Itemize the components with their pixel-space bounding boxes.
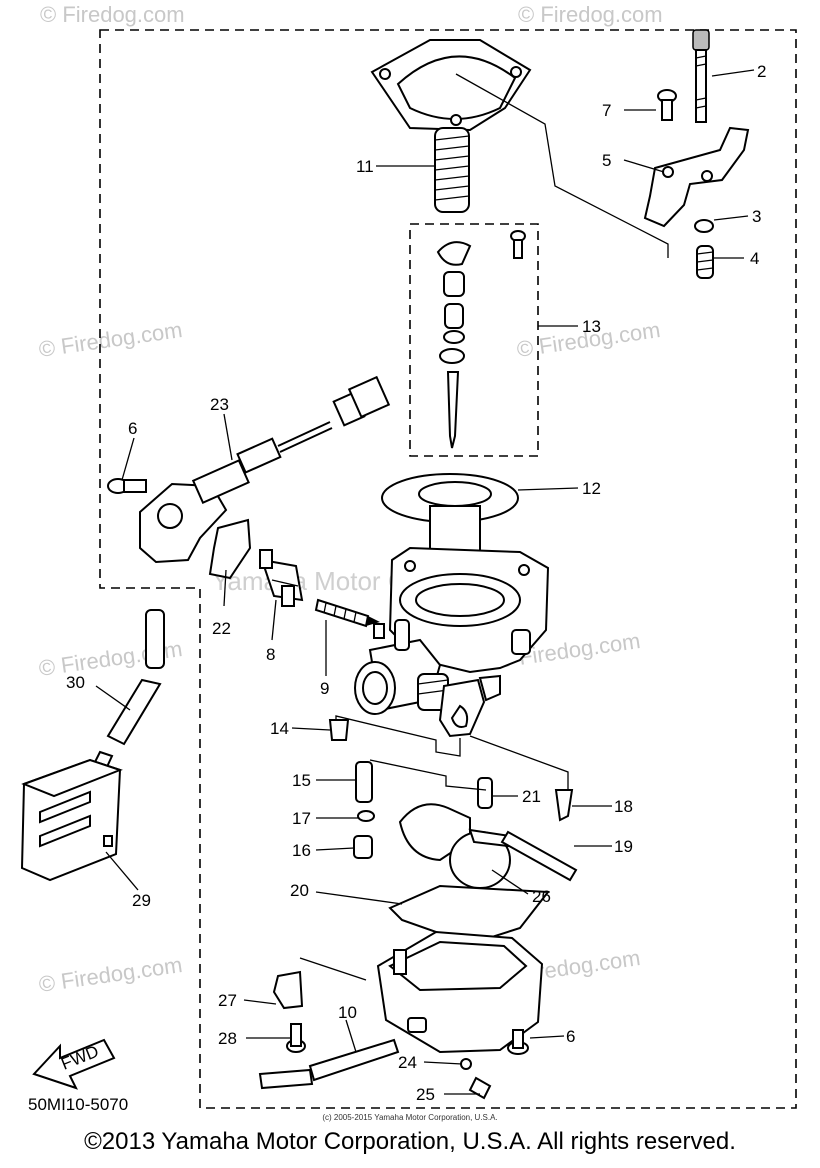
callout-label: 20 [290, 881, 309, 900]
callout-label: 4 [750, 249, 759, 268]
jet-link-line [469, 735, 569, 790]
carburetor-body [354, 546, 550, 738]
callout-label: 18 [614, 797, 633, 816]
callout-label: 21 [522, 787, 541, 806]
small-credit: (c) 2005-2015 Yamaha Motor Corporation, … [322, 1113, 498, 1122]
leader-lines [95, 69, 755, 1095]
callout-label: 6 [566, 1027, 575, 1046]
fwd-arrow-icon: FWD [32, 1038, 116, 1090]
callout-label: 28 [218, 1029, 237, 1048]
callout-label: 12 [582, 479, 601, 498]
callout-label: 27 [218, 991, 237, 1010]
linkage-line [455, 73, 669, 258]
callout-label: 13 [582, 317, 601, 336]
callout-label: 7 [602, 101, 611, 120]
callout-label: 24 [398, 1053, 417, 1072]
assembly-border [99, 29, 797, 1109]
starter-gasket [208, 518, 252, 580]
stop-spring [696, 245, 714, 279]
throttle-valve-spring [434, 127, 470, 213]
callout-label: 19 [614, 837, 633, 856]
float [398, 803, 512, 889]
jet-set-left [328, 719, 375, 859]
watermark: © Firedog.com [37, 952, 184, 997]
callout-label: 11 [356, 157, 374, 176]
callout-label: 14 [270, 719, 289, 738]
callout-label: 30 [66, 673, 85, 692]
callout-label: 3 [752, 207, 761, 226]
hose-clip [272, 970, 304, 1010]
drain-screw [468, 1076, 492, 1100]
bowl-screw-left [286, 1023, 306, 1053]
callout-label: 5 [602, 151, 611, 170]
float-bowl [376, 930, 544, 1054]
washer [694, 219, 714, 233]
callout-label: 10 [338, 1003, 357, 1022]
pilot-screw-spring [314, 598, 380, 628]
callout-label: 16 [292, 841, 311, 860]
copyright-notice: ©2013 Yamaha Motor Corporation, U.S.A. A… [84, 1128, 736, 1155]
callout-label: 22 [212, 619, 231, 638]
bracket-screw [657, 89, 677, 121]
throttle-bracket [643, 126, 750, 228]
starter-screw [107, 478, 147, 494]
carburetor-top-cover [370, 39, 532, 132]
callout-label: 25 [416, 1085, 435, 1104]
jet-link-line [369, 759, 487, 791]
callout-label: 17 [292, 809, 311, 828]
throttle-stop-screw [692, 29, 710, 123]
starter-plunger [139, 375, 391, 564]
watermark: © Firedog.com [518, 2, 663, 27]
jet-set-right [477, 777, 574, 822]
guide-line [299, 957, 367, 981]
float-pin [500, 830, 578, 882]
callout-label: 29 [132, 891, 151, 910]
throttle-valve-group-box [409, 223, 539, 457]
callout-label: 2 [757, 62, 766, 81]
watermark: © Firedog.com [40, 2, 185, 27]
pilot-screw-set [259, 549, 304, 607]
bowl-screw-right [507, 1029, 529, 1055]
callouts: 2 7 5 3 4 11 13 12 23 6 22 8 9 30 14 15 … [66, 62, 766, 1104]
jet-needle-assembly [436, 230, 526, 449]
watermark: © Firedog.com [37, 317, 184, 362]
drain-hose [258, 1038, 400, 1090]
callout-label: 23 [210, 395, 229, 414]
callout-label: 15 [292, 771, 311, 790]
callout-label: 26 [532, 887, 551, 906]
part-code: 50MI10-5070 [28, 1095, 128, 1114]
float-bowl-gasket [388, 884, 550, 946]
jet-link-line [335, 715, 461, 757]
callout-label: 9 [320, 679, 329, 698]
vent-hose [86, 609, 165, 784]
callout-label: 8 [266, 645, 275, 664]
o-ring [460, 1058, 472, 1070]
air-filter-box [20, 758, 123, 882]
callout-label: 6 [128, 419, 137, 438]
